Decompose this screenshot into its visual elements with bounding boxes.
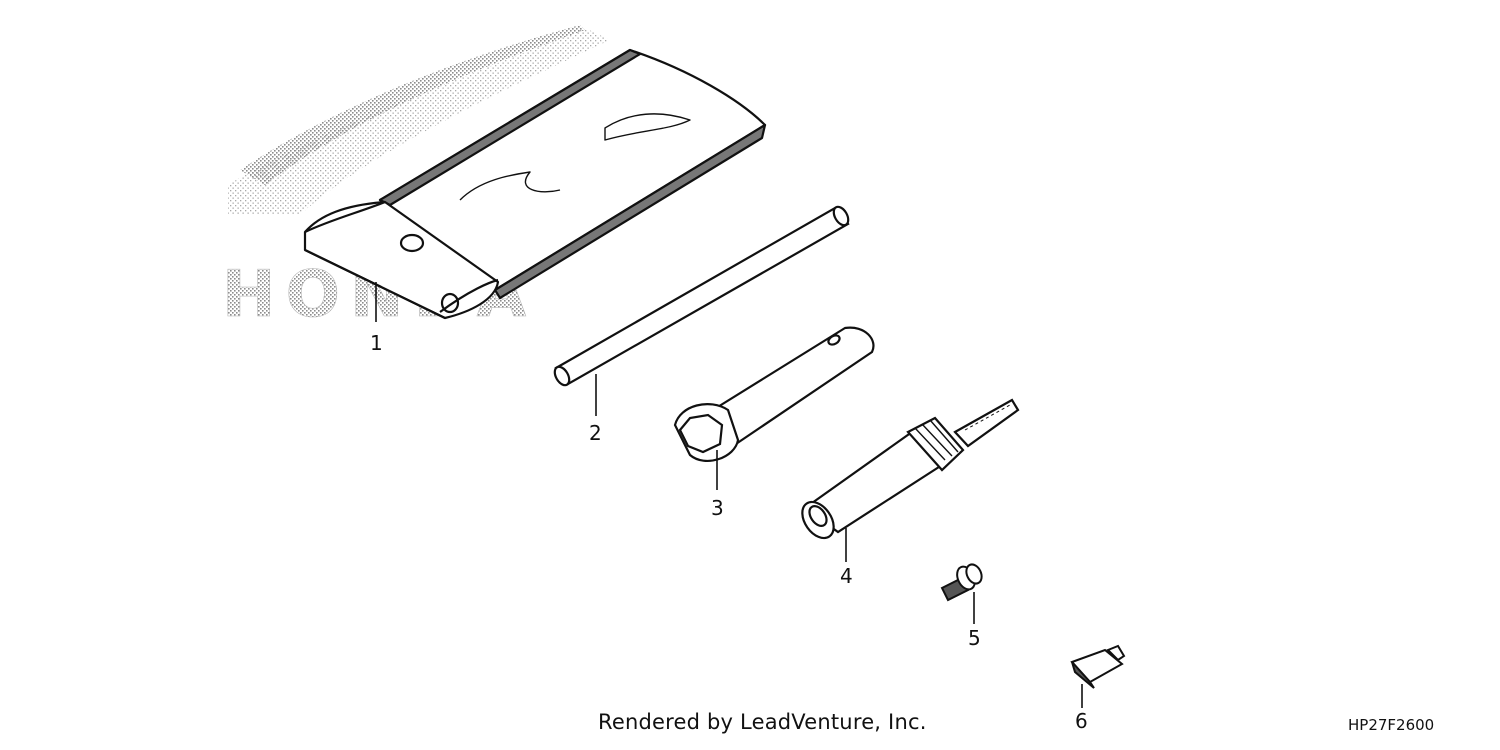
spark-plug-wrench [801, 398, 1020, 540]
fuse [1070, 644, 1126, 689]
snap-button [399, 233, 425, 253]
bolt [940, 563, 983, 602]
honda-logo-watermark: HONDA [222, 25, 610, 332]
rendered-by-credit: Rendered by LeadVenture, Inc. [598, 710, 927, 734]
box-wrench [673, 326, 875, 462]
callout-4: 4 [840, 564, 853, 588]
tool-bag [303, 48, 767, 320]
callout-3: 3 [711, 496, 724, 520]
tool-rod [553, 205, 850, 387]
callout-5: 5 [968, 626, 981, 650]
leader-lines [375, 282, 1083, 708]
callout-1: 1 [370, 331, 383, 355]
drawing-code: HP27F2600 [1348, 716, 1435, 734]
callout-6: 6 [1075, 709, 1088, 733]
callout-2: 2 [589, 421, 602, 445]
